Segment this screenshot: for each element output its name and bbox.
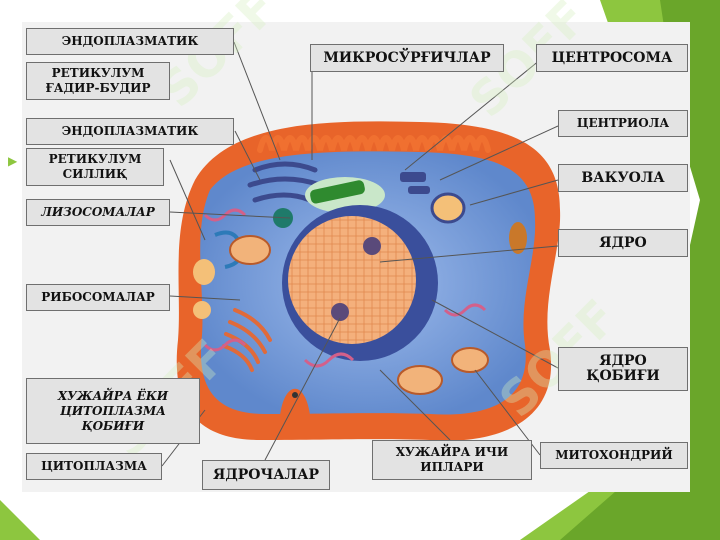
label-centrosome: ЦЕНТРОСОМА [536,44,688,72]
label-nucleoli: ЯДРОЧАЛАР [202,460,330,490]
green-band-left [0,500,40,540]
leader-lines [161,41,559,467]
label-nucleus: ЯДРО [558,229,688,257]
label-er-smooth-1: ЭНДОПЛАЗМАТИК [26,118,234,145]
label-vacuole: ВАКУОЛА [558,164,688,192]
vacuole-body-2 [509,222,527,254]
nucleus-body [288,216,416,344]
label-er-rough-2: РЕТИКУЛУМ ҒАДИР-БУДИР [26,62,170,100]
vacuole-body-3 [193,259,215,285]
label-er-smooth-2: РЕТИКУЛУМ СИЛЛИҚ [26,148,164,186]
label-microtubules: МИКРОСЎРҒИЧЛАР [310,44,504,72]
centriole-body [400,172,430,194]
label-er-rough-1: ЭНДОПЛАЗМАТИК [26,28,234,55]
label-cytoplasm: ЦИТОПЛАЗМА [26,453,162,480]
vacuole-body [430,192,466,224]
label-nuclear-envelope: ЯДРО ҚОБИҒИ [558,347,688,391]
label-ribosomes: РИБОСОМАЛАР [26,284,170,311]
label-centriole: ЦЕНТРИОЛА [558,110,688,137]
golgi-body [222,308,272,372]
label-lysosomes: ЛИЗОСОМАЛАР [26,199,170,226]
watermark-text-1: SOFF [149,0,288,118]
mitochondria-body [229,235,489,395]
label-inner-threads: ХУЖАЙРА ИЧИ ИПЛАРИ [372,440,532,480]
vacuole-body-4 [193,301,211,319]
membrane-notch [280,388,310,415]
microvilli [257,135,491,153]
label-mitochondria: МИТОХОНДРИЙ [540,442,688,469]
rough-er [247,161,323,203]
label-outer-membrane: ХУЖАЙРА ЁКИ ЦИТОПЛАЗМА ҚОБИҒИ [26,378,200,444]
nucleolus-body [363,237,381,255]
bullet-icon: ▶ [8,154,18,168]
nucleolus-body-2 [331,303,349,321]
centrosome-body [305,177,385,213]
